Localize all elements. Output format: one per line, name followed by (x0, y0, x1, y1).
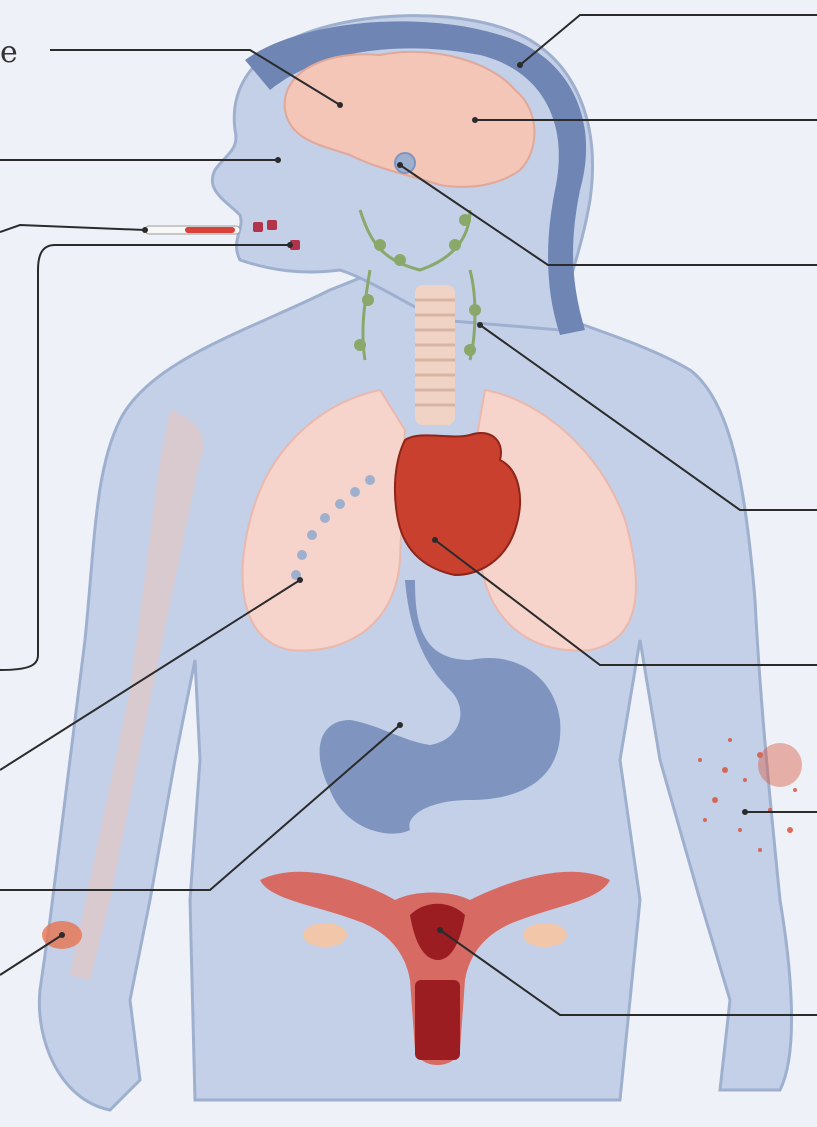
heart-icon (395, 433, 520, 575)
thermometer-icon (145, 226, 240, 234)
